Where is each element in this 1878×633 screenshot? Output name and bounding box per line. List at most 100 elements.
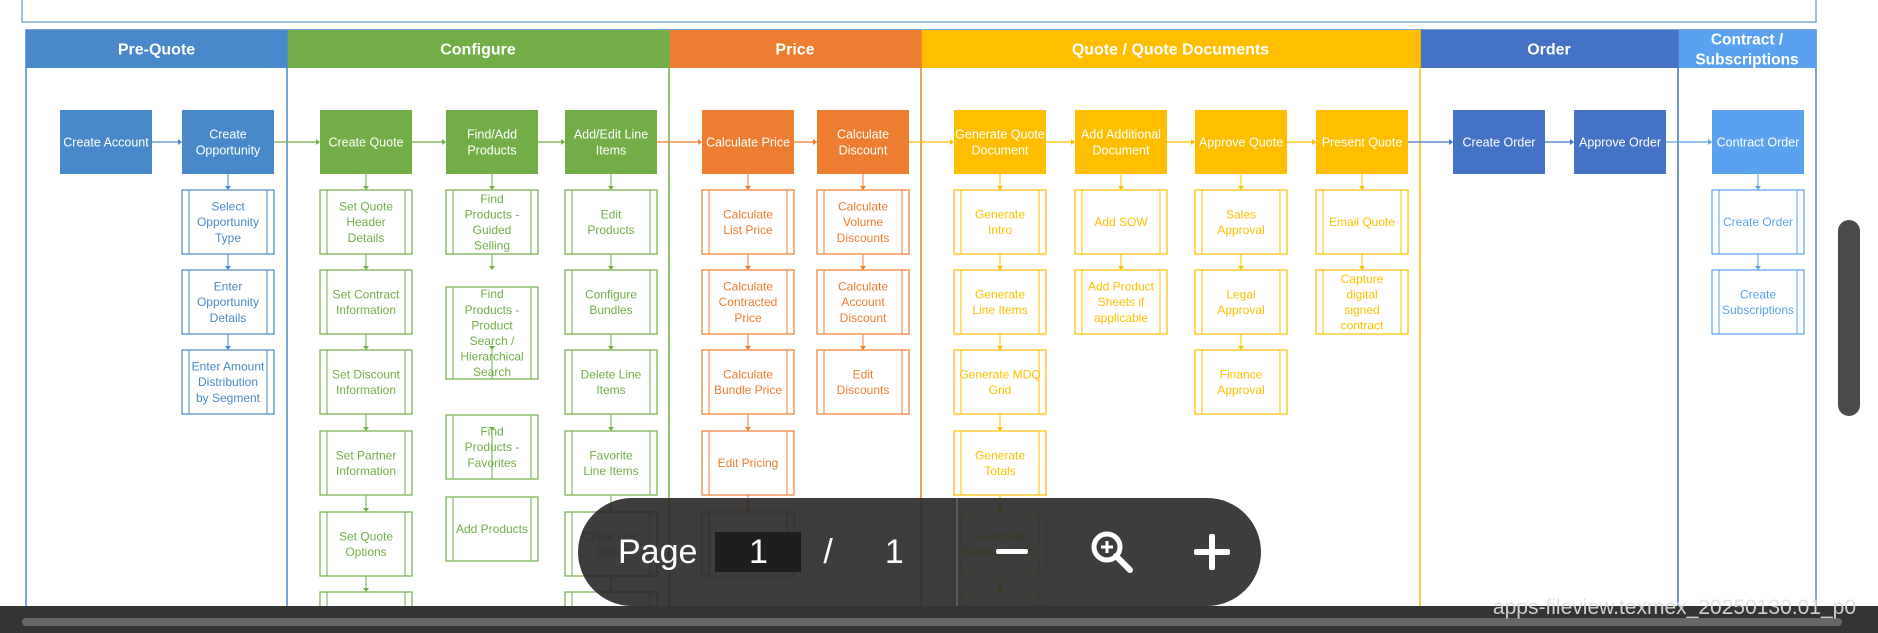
flow-arrowhead xyxy=(442,139,446,145)
sub-arrowhead xyxy=(489,346,495,350)
subprocess-box-edit-products xyxy=(564,189,658,255)
flow-arrowhead xyxy=(698,139,702,145)
flow-arrowhead xyxy=(950,139,954,145)
phase-title-configure: Configure xyxy=(440,42,516,59)
subprocess-box-calculate-account-discount xyxy=(816,269,910,335)
page-number-input[interactable] xyxy=(715,532,802,572)
sub-arrowhead xyxy=(860,266,866,270)
sub-arrowhead xyxy=(860,346,866,350)
phase-header-contract xyxy=(1678,30,1816,68)
sub-arrowhead xyxy=(363,508,369,512)
subprocess-box-generate-intro xyxy=(953,189,1047,255)
process-box-present-quote xyxy=(1316,110,1408,174)
subprocess-box-favorite-line-items xyxy=(564,430,658,496)
process-box-create-order xyxy=(1453,110,1545,174)
process-box-approve-quote xyxy=(1195,110,1287,174)
plus-icon xyxy=(1193,534,1230,570)
add-button[interactable] xyxy=(1182,522,1242,582)
subprocess-box-add-product-sheets-if-applicable xyxy=(1074,269,1168,335)
process-box-add-edit-line-items xyxy=(565,110,657,174)
sub-arrowhead xyxy=(1118,186,1124,190)
page-navigation-bar: Page / 1 xyxy=(578,498,1261,606)
sub-arrowhead xyxy=(745,266,751,270)
sub-arrowhead xyxy=(997,427,1003,431)
flow-arrowhead xyxy=(1570,139,1574,145)
sub-arrowhead xyxy=(1359,266,1365,270)
sub-arrowhead xyxy=(608,186,614,190)
subprocess-box-calculate-contracted-price xyxy=(701,269,795,335)
sub-arrowhead xyxy=(225,266,231,270)
subprocess-box-calculate-bundle-price xyxy=(701,349,795,415)
total-pages: 1 xyxy=(884,532,904,571)
sub-arrowhead xyxy=(608,266,614,270)
vertical-scrollbar[interactable] xyxy=(1838,220,1860,416)
process-box-add-additional-document xyxy=(1075,110,1167,174)
zoom-out-button[interactable] xyxy=(982,522,1042,582)
process-box-generate-quote-document xyxy=(954,110,1046,174)
sub-arrowhead xyxy=(225,186,231,190)
process-label-approve-quote: Approve Quote xyxy=(1199,135,1283,149)
horizontal-scrollbar[interactable] xyxy=(22,618,1842,626)
sub-arrowhead xyxy=(1755,266,1761,270)
phase-header-prequote xyxy=(26,30,287,68)
phase-title-prequote: Pre-Quote xyxy=(118,42,195,59)
minus-icon xyxy=(995,549,1028,554)
subprocess-label-add-sow: Add SOW xyxy=(1094,215,1148,229)
subprocess-box-set-contract-information xyxy=(319,269,413,335)
sub-arrowhead xyxy=(1359,186,1365,190)
sub-arrowhead xyxy=(363,346,369,350)
subprocess-box-email-quote xyxy=(1315,189,1409,255)
flow-arrowhead xyxy=(1191,139,1195,145)
process-label-create-quote: Create Quote xyxy=(328,135,403,149)
sub-arrowhead xyxy=(1755,186,1761,190)
phase-header-configure xyxy=(287,30,669,68)
subprocess-label-create-order: Create Order xyxy=(1723,215,1793,229)
subprocess-box-create-order xyxy=(1711,189,1805,255)
process-label-create-account: Create Account xyxy=(63,135,149,149)
sub-arrowhead xyxy=(608,427,614,431)
flow-arrowhead xyxy=(316,139,320,145)
process-box-calculate-price xyxy=(702,110,794,174)
sub-arrowhead xyxy=(363,427,369,431)
subprocess-box-set-discount-information xyxy=(319,349,413,415)
subprocess-box-enter-amount-distribution-by-segment xyxy=(181,349,275,415)
subprocess-box-set-partner-information xyxy=(319,430,413,496)
subprocess-box-capture-digital-signed-contract xyxy=(1315,269,1409,335)
sub-arrowhead xyxy=(1238,186,1244,190)
process-label-approve-order: Approve Order xyxy=(1579,135,1661,149)
sub-arrowhead xyxy=(363,266,369,270)
flow-arrowhead xyxy=(561,139,565,145)
flow-arrowhead xyxy=(1449,139,1453,145)
subprocess-box-calculate-list-price xyxy=(701,189,795,255)
subprocess-box-create-subscriptions xyxy=(1711,269,1805,335)
subprocess-box-generate-totals xyxy=(953,430,1047,496)
subprocess-box-sales-approval xyxy=(1194,189,1288,255)
sub-arrowhead xyxy=(997,346,1003,350)
flow-arrowhead xyxy=(1708,139,1712,145)
zoom-in-button[interactable] xyxy=(1082,522,1142,582)
sub-arrowhead xyxy=(1118,266,1124,270)
